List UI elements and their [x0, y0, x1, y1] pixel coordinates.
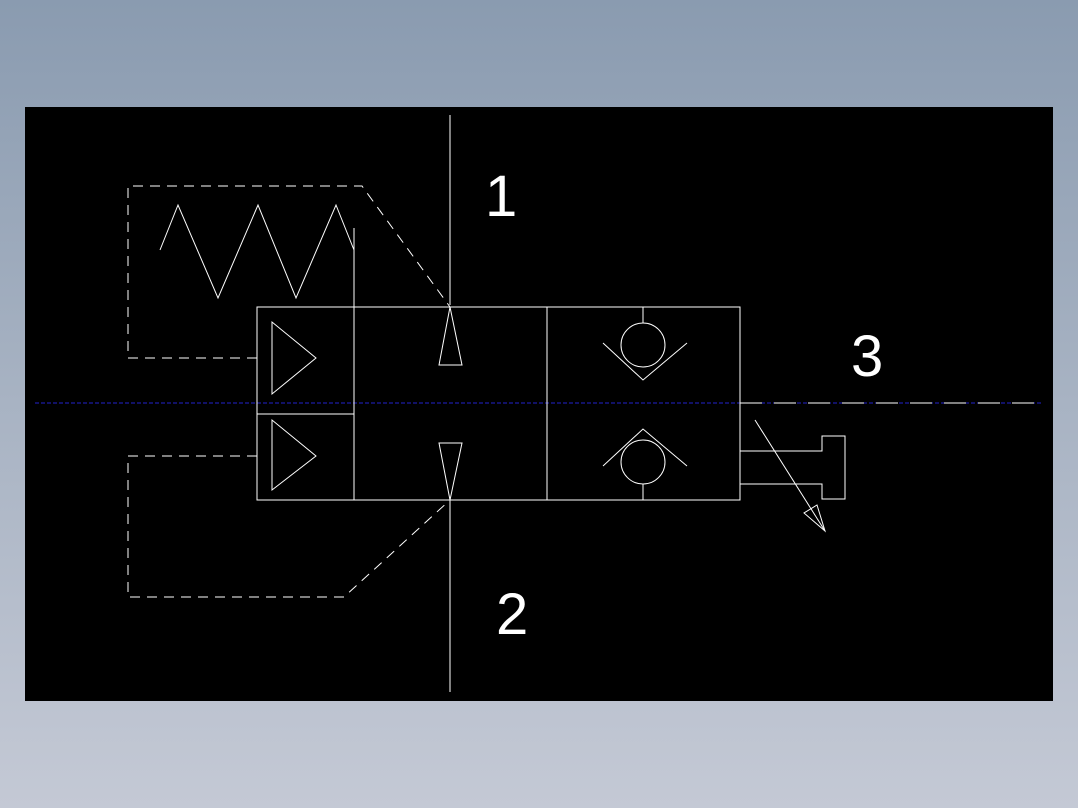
adjustment-arrow-shaft	[754, 419, 826, 532]
pilot-triangle-upper	[271, 320, 317, 396]
port-1-label: 1	[485, 164, 517, 229]
lower-pilot-line	[127, 455, 451, 598]
check-valve-lower-seat	[602, 428, 688, 467]
spring-symbol	[159, 203, 355, 300]
flow-arrow-down	[438, 442, 463, 501]
exhaust-block	[740, 435, 846, 500]
check-valve-upper-seat	[602, 342, 688, 381]
drawing-viewport	[25, 107, 1053, 701]
flow-arrow-up	[438, 306, 463, 366]
port-2-label: 2	[496, 582, 528, 647]
check-valve-lower-ball	[620, 439, 666, 485]
adjustment-arrow-head	[803, 504, 826, 533]
upper-pilot-line	[127, 185, 451, 359]
port-3-label: 3	[851, 324, 883, 389]
check-valve-upper-ball	[620, 322, 666, 368]
pilot-triangle-lower	[271, 418, 317, 492]
